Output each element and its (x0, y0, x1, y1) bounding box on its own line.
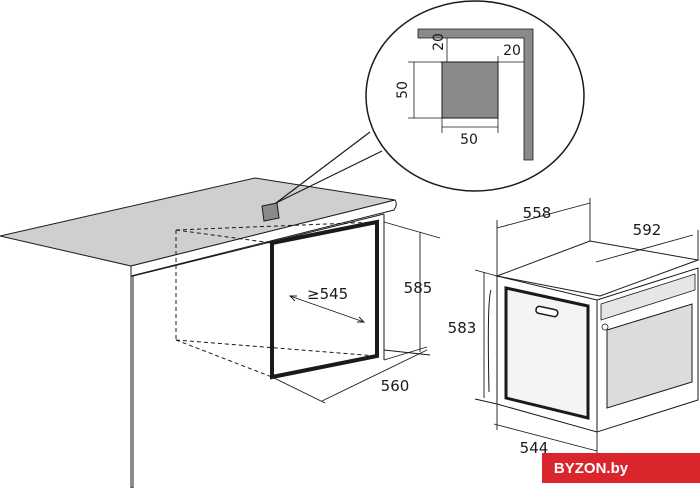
oven-handle (535, 305, 559, 318)
watermark-text: BYZON.by (554, 460, 629, 477)
oven-depth-label: 544 (520, 439, 549, 457)
niche-depth-label: ≥545 (307, 285, 348, 303)
oven-height-label: 583 (448, 319, 477, 337)
detail-callout: 20 20 50 50 (365, 0, 585, 192)
detail-side-gap-label: 20 (503, 43, 521, 59)
watermark: BYZON.by (542, 453, 700, 483)
niche-dimensions (271, 221, 441, 404)
oven-front-rail (600, 273, 696, 321)
oven-front-width-label: 592 (633, 221, 662, 239)
oven-window (606, 303, 693, 409)
niche-opening (270, 219, 379, 380)
oven-dimensions (474, 198, 699, 455)
detail-width-label: 50 (460, 132, 478, 148)
watermark-badge (542, 453, 700, 483)
oven (487, 240, 700, 433)
vent-cutout (261, 202, 280, 222)
niche-width-label: 560 (381, 377, 410, 395)
oven-width-label: 558 (523, 204, 552, 222)
detail-top-gap-label: 20 (431, 33, 447, 51)
detail-square (441, 61, 499, 119)
countertop-edge (130, 199, 397, 277)
wall-corner (417, 28, 534, 161)
oven-indicator (601, 323, 609, 331)
detail-height-label: 50 (395, 81, 411, 99)
callout-leader (275, 131, 383, 204)
oven-side-panel (504, 286, 590, 420)
cabinet (0, 177, 397, 489)
niche-height-label: 585 (404, 279, 433, 297)
